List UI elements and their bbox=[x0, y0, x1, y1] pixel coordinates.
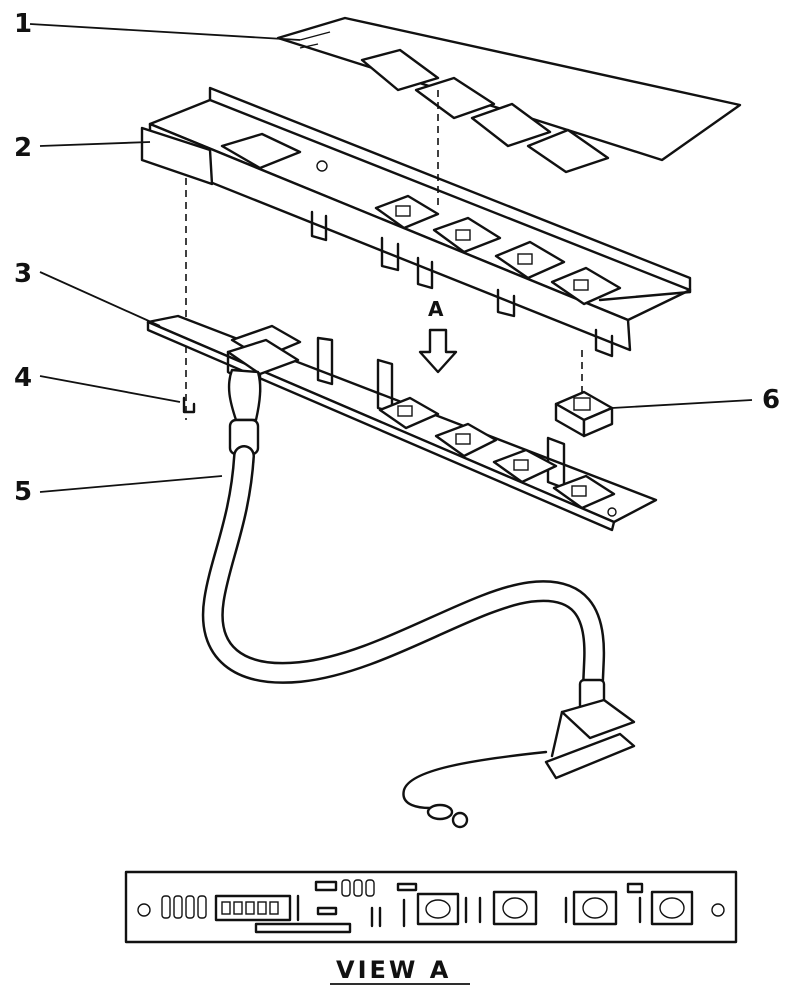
callout-1: 1 bbox=[14, 9, 32, 39]
bezel-socket-1 bbox=[374, 194, 440, 230]
part-2-front-bezel bbox=[140, 86, 692, 358]
view-a-front-panel bbox=[124, 870, 738, 944]
part-1-label-overlay bbox=[276, 16, 742, 174]
view-arrow-label: A bbox=[428, 297, 444, 321]
leader-3 bbox=[39, 271, 161, 327]
part-6-push-button bbox=[554, 390, 614, 438]
bezel-socket-3 bbox=[494, 240, 566, 280]
callout-4: 4 bbox=[14, 363, 32, 393]
leader-1 bbox=[29, 23, 301, 41]
bezel-socket-2 bbox=[432, 216, 502, 254]
callout-2: 2 bbox=[14, 133, 32, 163]
view-a-button-4 bbox=[650, 890, 694, 926]
part-4-pin bbox=[182, 396, 196, 414]
view-a-button-3 bbox=[572, 890, 618, 926]
board-switch-3 bbox=[492, 448, 558, 484]
bezel-socket-4 bbox=[550, 266, 622, 306]
view-a-button-1 bbox=[416, 892, 460, 926]
callout-6: 6 bbox=[762, 385, 780, 415]
board-switch-1 bbox=[378, 396, 440, 430]
leader-4 bbox=[39, 375, 181, 403]
leader-6 bbox=[611, 399, 753, 409]
callout-5: 5 bbox=[14, 477, 32, 507]
leader-5 bbox=[39, 475, 223, 493]
callout-3: 3 bbox=[14, 259, 32, 289]
part-5-cable-harness bbox=[201, 338, 636, 829]
leader-2 bbox=[39, 141, 151, 147]
board-switch-2 bbox=[434, 422, 498, 458]
view-a-button-2 bbox=[492, 890, 538, 926]
board-switch-4 bbox=[552, 474, 616, 510]
view-a-arrow: A bbox=[418, 297, 458, 374]
view-a-caption: VIEW A bbox=[336, 956, 451, 984]
